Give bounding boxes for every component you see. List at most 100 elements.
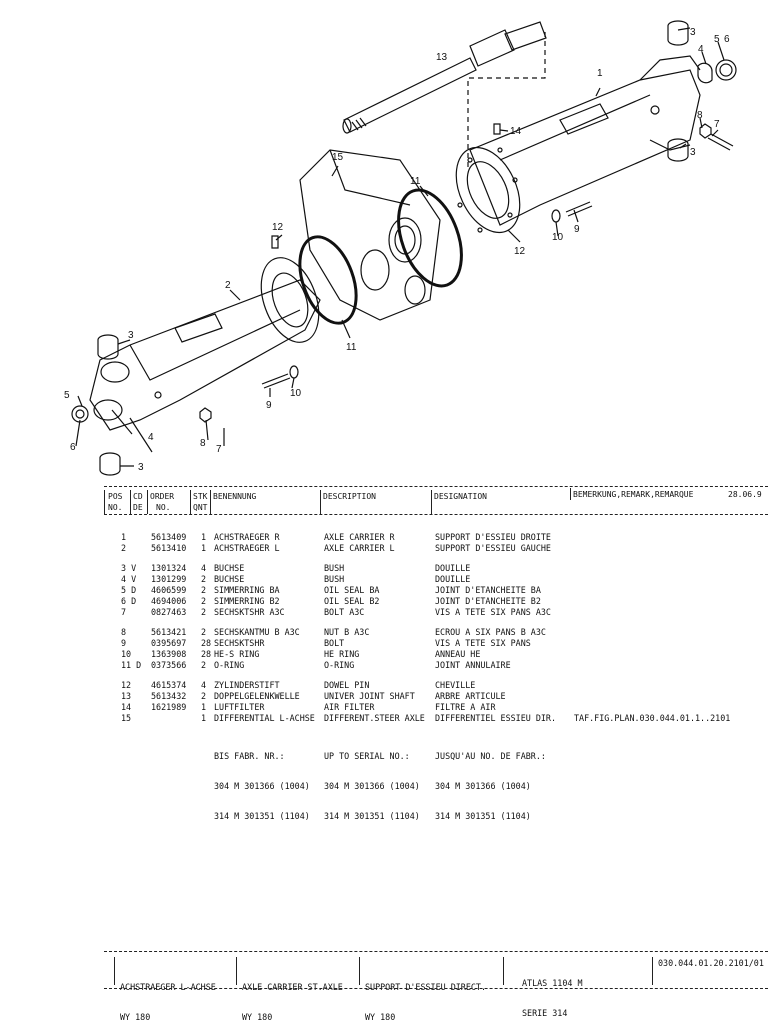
benennung-cell: ZYLINDERSTIFT xyxy=(214,680,280,690)
description-cell: BUSH xyxy=(324,563,345,573)
header-pos-label: POS xyxy=(108,492,123,501)
pos-cell: 6 D xyxy=(121,596,137,606)
order-no-cell: 0395697 xyxy=(151,638,187,648)
designation-cell: DIFFERENTIEL ESSIEU DIR. xyxy=(435,713,557,723)
callout-label: 5 xyxy=(64,390,70,401)
qty-cell: 28 xyxy=(201,649,212,659)
description-cell: DIFFERENT.STEER AXLE xyxy=(324,713,425,723)
header-order-label: ORDER xyxy=(150,492,175,501)
pos-cell: 14 xyxy=(121,702,132,712)
qty-cell: 4 xyxy=(201,563,207,573)
order-no-cell: 5613409 xyxy=(151,532,187,542)
footer-divider xyxy=(236,957,237,985)
benennung-cell: ACHSTRAEGER R xyxy=(214,532,280,542)
header-order-no: NO. xyxy=(156,503,170,512)
column-divider xyxy=(147,490,148,514)
description-cell: DOWEL PIN xyxy=(324,680,370,690)
footer-de-title: ACHSTRAEGER L-ACHSE xyxy=(120,982,216,992)
header-cd: CD xyxy=(133,492,143,501)
qty-cell: 2 xyxy=(201,607,207,617)
serial-heading-en: UP TO SERIAL NO.: xyxy=(324,751,410,761)
header-designation: DESIGNATION xyxy=(434,492,487,501)
qty-cell: 1 xyxy=(201,713,207,723)
footer-divider xyxy=(359,957,360,985)
callout-label: 5 xyxy=(714,34,720,45)
callout-label: 4 xyxy=(698,44,704,55)
designation-cell: ARBRE ARTICULE xyxy=(435,691,506,701)
description-cell: NUT B A3C xyxy=(324,627,370,637)
order-no-cell: 1301299 xyxy=(151,574,187,584)
designation-cell: ANNEAU HE xyxy=(435,649,481,659)
description-cell: BUSH xyxy=(324,574,345,584)
header-de: DE xyxy=(133,503,143,512)
callout-label: 1 xyxy=(597,68,603,79)
callout-label: 12 xyxy=(272,222,284,233)
benennung-cell: ACHSTRAEGER L xyxy=(214,543,280,553)
footer-model-name: ATLAS 1104 M xyxy=(522,978,583,988)
qty-cell: 28 xyxy=(201,638,212,648)
benennung-cell: BUCHSE xyxy=(214,563,245,573)
benennung-cell: HE-S RING xyxy=(214,649,260,659)
serial-line-2: 314 M 301351 (1104) xyxy=(214,811,310,821)
designation-cell: CHEVILLE xyxy=(435,680,476,690)
header-benennung-label: BENENNUNG xyxy=(213,492,257,501)
header-cd-label: CD xyxy=(133,492,143,501)
header-no-label: NO. xyxy=(108,503,123,512)
designation-cell: JOINT D'ETANCHEITE B2 xyxy=(435,596,541,606)
benennung-cell: SECHSKTSHR A3C xyxy=(214,607,285,617)
header-pos: POS xyxy=(108,492,122,501)
callout-label: 9 xyxy=(574,224,580,235)
header-stk: STK xyxy=(193,492,207,501)
serial-block-fr: JUSQU'AU NO. DE FABR.: 304 M 301366 (100… xyxy=(435,731,546,831)
qty-cell: 4 xyxy=(201,680,207,690)
order-no-cell: 4694006 xyxy=(151,596,187,606)
benennung-cell: O-RING xyxy=(214,660,245,670)
designation-cell: SUPPORT D'ESSIEU GAUCHE xyxy=(435,543,551,553)
footer-en-sub: WY 180 xyxy=(242,1012,273,1022)
callout-label: 7 xyxy=(216,444,222,455)
header-de-label: DE xyxy=(133,503,143,512)
column-divider xyxy=(190,490,191,514)
qty-cell: 1 xyxy=(201,702,207,712)
footer-series: SERIE 314 xyxy=(522,1008,568,1018)
header-no: NO. xyxy=(108,503,122,512)
designation-cell: JOINT ANNULAIRE xyxy=(435,660,511,670)
benennung-cell: LUFTFILTER xyxy=(214,702,265,712)
serial-line-2: 314 M 301351 (1104) xyxy=(324,811,420,821)
header-qnt: QNT xyxy=(193,503,207,512)
footer-divider xyxy=(114,957,115,985)
column-divider xyxy=(320,490,321,514)
footer-de: ACHSTRAEGER L-ACHSE WY 180 xyxy=(120,962,216,1032)
pos-cell: 9 xyxy=(121,638,127,648)
benennung-cell: SECHSKANTMU B A3C xyxy=(214,627,300,637)
order-no-cell: 1621989 xyxy=(151,702,187,712)
callout-label: 6 xyxy=(724,34,730,45)
column-divider xyxy=(130,490,131,514)
order-no-cell: 0373566 xyxy=(151,660,187,670)
footer-en-title: AXLE CARRIER ST.AXLE xyxy=(242,982,343,992)
designation-cell: FILTRE A AIR xyxy=(435,702,496,712)
designation-cell: DOUILLE xyxy=(435,563,471,573)
serial-heading-fr: JUSQU'AU NO. DE FABR.: xyxy=(435,751,546,761)
designation-cell: VIS A TETE SIX PANS A3C xyxy=(435,607,551,617)
pos-cell: 5 D xyxy=(121,585,137,595)
header-remark-label: BEMERKUNG,REMARK,REMARQUE xyxy=(573,490,694,499)
pos-cell: 10 xyxy=(121,649,132,659)
benennung-cell: SIMMERRING BA xyxy=(214,585,280,595)
column-divider xyxy=(431,490,432,514)
callout-label: 11 xyxy=(346,342,357,353)
description-cell: OIL SEAL B2 xyxy=(324,596,380,606)
footer-divider xyxy=(503,957,504,985)
header-qnt-label: QNT xyxy=(193,503,208,512)
callout-label: 15 xyxy=(332,152,344,163)
qty-cell: 2 xyxy=(201,585,207,595)
qty-cell: 2 xyxy=(201,627,207,637)
column-divider xyxy=(104,490,105,514)
description-cell: HE RING xyxy=(324,649,360,659)
